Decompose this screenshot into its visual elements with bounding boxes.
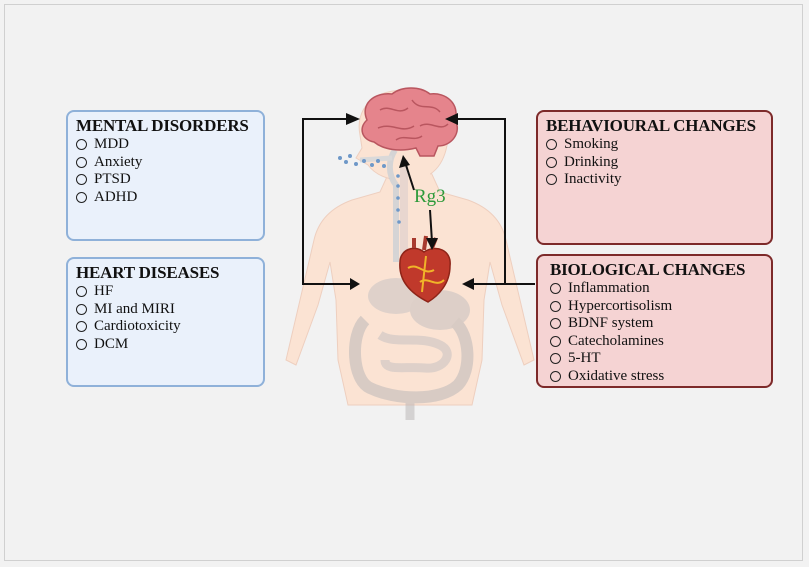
digestive-organs (349, 160, 474, 420)
rg3-label: Rg3 (414, 186, 446, 207)
list-item: Anxiety (76, 154, 255, 172)
list-item: Cardiotoxicity (76, 318, 255, 336)
biological-changes-title: BIOLOGICAL CHANGES (550, 260, 746, 279)
circle-bullet-icon (76, 321, 87, 333)
list-item: ADHD (76, 189, 255, 207)
circle-bullet-icon (550, 370, 561, 382)
heart-diseases-box: HEART DISEASES HF MI and MIRI Cardiotoxi… (66, 257, 265, 387)
list-item: Drinking (546, 154, 763, 172)
list-item: Inflammation (550, 280, 763, 298)
circle-bullet-icon (76, 303, 87, 315)
list-item: Catecholamines (550, 333, 763, 351)
arrowheads (346, 113, 474, 290)
circle-bullet-icon (550, 318, 561, 330)
list-item: MI and MIRI (76, 301, 255, 319)
circle-bullet-icon (546, 156, 557, 168)
circle-bullet-icon (76, 338, 87, 350)
list-item: Hypercortisolism (550, 298, 763, 316)
circle-bullet-icon (76, 156, 87, 168)
circle-bullet-icon (550, 353, 561, 365)
circle-bullet-icon (76, 286, 87, 298)
list-item: DCM (76, 336, 255, 354)
list-item: BDNF system (550, 315, 763, 333)
list-item: MDD (76, 136, 255, 154)
behavioural-changes-box: BEHAVIOURAL CHANGES Smoking Drinking Ina… (536, 110, 773, 245)
mental-disorders-title: MENTAL DISORDERS (76, 116, 249, 135)
list-item: HF (76, 283, 255, 301)
biological-changes-box: BIOLOGICAL CHANGES Inflammation Hypercor… (536, 254, 773, 388)
list-item: Inactivity (546, 171, 763, 189)
circle-bullet-icon (550, 283, 561, 295)
mental-disorders-box: MENTAL DISORDERS MDD Anxiety PTSD ADHD (66, 110, 265, 241)
circle-bullet-icon (550, 300, 561, 312)
circle-bullet-icon (76, 174, 87, 186)
list-item: 5-HT (550, 350, 763, 368)
particles (338, 154, 401, 224)
behavioural-changes-title: BEHAVIOURAL CHANGES (546, 116, 756, 135)
list-item: PTSD (76, 171, 255, 189)
circle-bullet-icon (546, 174, 557, 186)
heart-diseases-title: HEART DISEASES (76, 263, 220, 282)
circle-bullet-icon (76, 139, 87, 151)
list-item: Smoking (546, 136, 763, 154)
circle-bullet-icon (550, 335, 561, 347)
circle-bullet-icon (76, 191, 87, 203)
list-item: Oxidative stress (550, 368, 763, 386)
circle-bullet-icon (546, 139, 557, 151)
